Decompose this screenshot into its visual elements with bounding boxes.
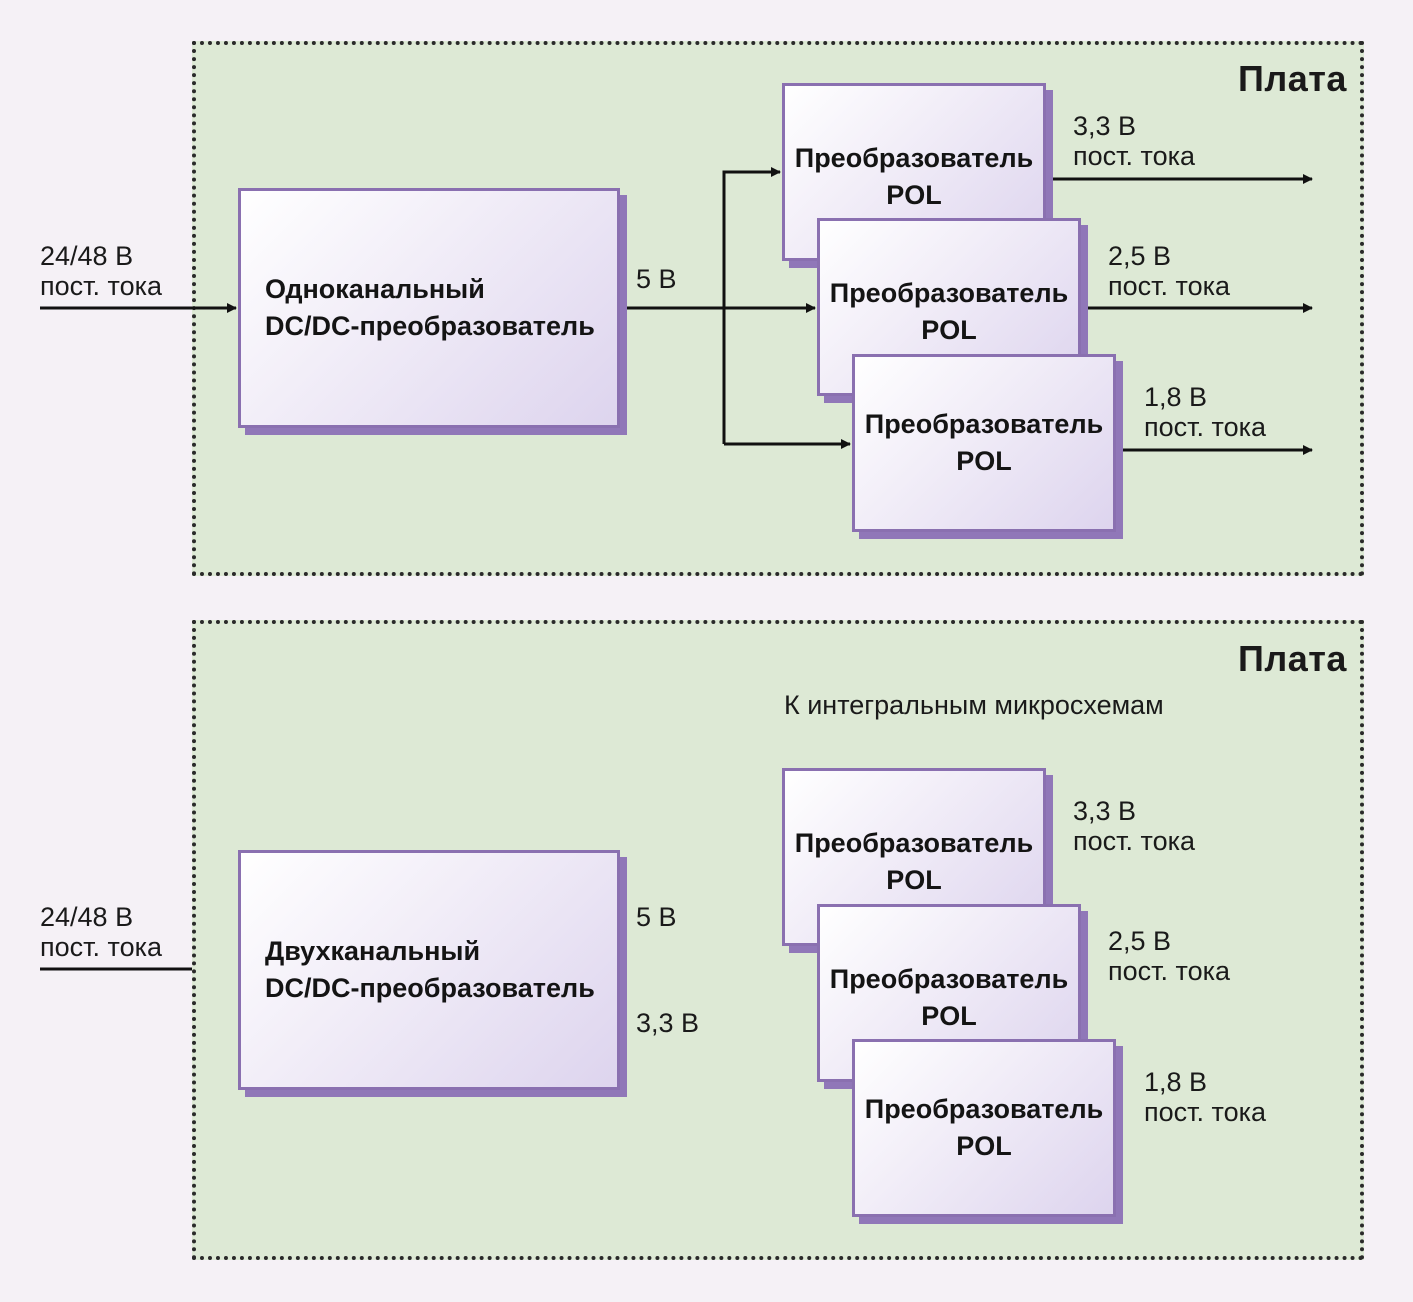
output-voltage-label: 3,3 В (1073, 111, 1137, 141)
output-voltage-label: 1,8 В (1144, 1067, 1208, 1097)
main-block-line2: DC/DC-преобразователь (265, 311, 595, 341)
pol-block-line1: Преобразователь (864, 1094, 1104, 1124)
board-top-title: Плата (1238, 58, 1347, 99)
pol-block-line2: POL (956, 446, 1012, 476)
output-type-label: пост. тока (1108, 956, 1231, 986)
dual-channel-dcdc-block: Двухканальный DC/DC-преобразователь (238, 850, 620, 1090)
pol-block-line2: POL (886, 865, 942, 895)
single-channel-dcdc-block: Одноканальный DC/DC-преобразователь (238, 188, 620, 428)
board-top-input-voltage: 24/48 В (40, 241, 134, 271)
output-voltage-label: 3,3 В (1073, 796, 1137, 826)
board-bottom-bus-5v-label: 5 В (636, 902, 677, 932)
main-block-line1: Двухканальный (265, 936, 481, 966)
pol-block-line2: POL (921, 315, 977, 345)
board-bottom-input-voltage: 24/48 В (40, 902, 134, 932)
output-type-label: пост. тока (1108, 271, 1231, 301)
output-voltage-label: 2,5 В (1108, 926, 1172, 956)
main-block-line2: DC/DC-преобразователь (265, 973, 595, 1003)
output-type-label: пост. тока (1144, 412, 1267, 442)
output-type-label: пост. тока (1073, 826, 1196, 856)
pol-block-line2: POL (956, 1131, 1012, 1161)
pol-block: Преобразователь POL (852, 354, 1116, 532)
board-top-bus-5v-label: 5 В (636, 264, 677, 294)
pol-block-line1: Преобразователь (794, 828, 1034, 858)
pol-block-line2: POL (886, 180, 942, 210)
board-top-input-type: пост. тока (40, 271, 163, 301)
pol-block-line1: Преобразователь (829, 278, 1069, 308)
output-voltage-label: 2,5 В (1108, 241, 1172, 271)
board-bottom-bus-3v3-label: 3,3 В (636, 1008, 700, 1038)
branch-to-pol-1 (722, 167, 781, 444)
pol-block-line2: POL (921, 1001, 977, 1031)
pol-block-line1: Преобразователь (829, 964, 1069, 994)
pol-block: Преобразователь POL (852, 1039, 1116, 1217)
output-type-label: пост. тока (1144, 1097, 1267, 1127)
pol-block-line1: Преобразователь (864, 409, 1104, 439)
board-bottom-input-type: пост. тока (40, 932, 163, 962)
output-voltage-label: 1,8 В (1144, 382, 1208, 412)
main-block-line1: Одноканальный (265, 274, 485, 304)
ic-output-label: К интегральным микросхемам (784, 690, 1164, 720)
output-type-label: пост. тока (1073, 141, 1196, 171)
pol-block-line1: Преобразователь (794, 143, 1034, 173)
board-bottom-title: Плата (1238, 638, 1347, 679)
